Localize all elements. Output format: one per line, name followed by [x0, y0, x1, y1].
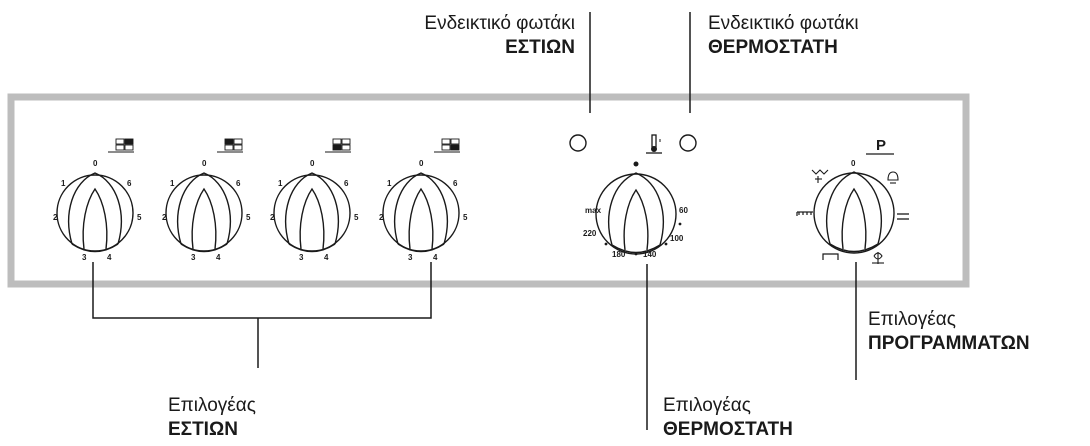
program-selector-label: Επιλογέας ΠΡΟΓΡΑΜΜΑΤΩΝ — [868, 308, 1030, 356]
burner-dial — [382, 172, 460, 253]
burner-mark-s5: 5 — [463, 213, 468, 222]
thermometer-icon — [646, 134, 662, 154]
burner-mark-s1: 1 — [170, 179, 175, 188]
burner-mark-s4: 4 — [216, 253, 221, 262]
fan-icon — [872, 252, 884, 264]
burner-mark-s4: 4 — [324, 253, 329, 262]
burner-indicator-lamp — [569, 134, 587, 152]
burner-knob-4[interactable]: 0 1 2 3 4 5 6 — [379, 138, 468, 262]
burner-mark-s3: 3 — [191, 253, 196, 262]
burner-mark-s5: 5 — [354, 213, 359, 222]
thermostat-selector-label: Επιλογέας ΘΕΡΜΟΣΤΑΤΗ — [663, 394, 793, 442]
burner-mark-zero: 0 — [93, 159, 98, 168]
fan-grill-icon — [811, 169, 829, 183]
burner-indicator-label-line1: Ενδεικτικό φωτάκι — [424, 13, 575, 34]
burner-mark-s4: 4 — [107, 253, 112, 262]
lamp-icon — [887, 171, 899, 184]
burner-mark-zero: 0 — [310, 159, 315, 168]
thermostat-tick-dots — [604, 222, 682, 256]
top-heater-icon — [796, 211, 813, 216]
burner-selector-label: Επιλογέας ΕΣΤΙΩΝ — [168, 394, 256, 442]
thermostat-selector-label-line2: ΘΕΡΜΟΣΤΑΤΗ — [663, 419, 793, 440]
burner-mark-s2: 2 — [162, 213, 167, 222]
burner-indicator-label: Ενδεικτικό φωτάκι ΕΣΤΙΩΝ — [355, 12, 575, 60]
thermostat-indicator-label: Ενδεικτικό φωτάκι ΘΕΡΜΟΣΤΑΤΗ — [708, 12, 859, 60]
burner-mark-s6: 6 — [236, 179, 241, 188]
burner-mark-s5: 5 — [137, 213, 142, 222]
burner-knob-1[interactable]: 0 1 2 3 4 5 6 — [53, 138, 142, 262]
program-dial — [813, 171, 895, 254]
burner-selector-label-line1: Επιλογέας — [168, 395, 256, 416]
burner-selector-bracket — [92, 262, 432, 368]
cooktop-front-right-icon — [434, 138, 460, 153]
program-selector-label-line1: Επιλογέας — [868, 309, 956, 330]
burner-mark-s1: 1 — [387, 179, 392, 188]
program-knob[interactable]: P 0 — [796, 137, 909, 264]
burner-selector-label-line2: ΕΣΤΙΩΝ — [168, 419, 238, 440]
burner-mark-s3: 3 — [408, 253, 413, 262]
burner-mark-s6: 6 — [344, 179, 349, 188]
thermostat-indicator-lamp — [679, 134, 697, 152]
program-selector-label-line2: ΠΡΟΓΡΑΜΜΑΤΩΝ — [868, 333, 1030, 354]
burner-dial — [273, 172, 351, 253]
top-bottom-heat-icon — [897, 213, 909, 220]
control-panel-frame — [7, 93, 970, 288]
cooktop-back-left-icon — [217, 138, 243, 153]
thermostat-mark-max: max — [585, 206, 602, 215]
thermostat-zero-dot — [633, 161, 639, 167]
burner-dial — [56, 172, 134, 253]
burner-mark-zero: 0 — [202, 159, 207, 168]
thermostat-indicator-label-line2: ΘΕΡΜΟΣΤΑΤΗ — [708, 37, 838, 58]
thermostat-mark-60: 60 — [679, 206, 688, 215]
burner-dial — [165, 172, 243, 253]
thermostat-dial — [595, 172, 677, 255]
cooktop-back-right-icon — [325, 138, 351, 153]
burner-mark-s4: 4 — [433, 253, 438, 262]
burner-knob-2[interactable]: 0 1 2 3 4 5 6 — [162, 138, 251, 262]
program-symbol: P — [876, 137, 886, 154]
burner-mark-s3: 3 — [299, 253, 304, 262]
burner-knobs: 0 1 2 3 4 5 6 0 1 2 3 4 5 6 0 1 2 3 4 5 6 0 1 2 3 4 5 6 — [53, 138, 468, 262]
burner-mark-s2: 2 — [379, 213, 384, 222]
burner-mark-s3: 3 — [82, 253, 87, 262]
thermostat-selector-label-line1: Επιλογέας — [663, 395, 751, 416]
thermostat-mark-180: 180 — [612, 250, 626, 259]
burner-mark-s5: 5 — [246, 213, 251, 222]
burner-mark-s1: 1 — [278, 179, 283, 188]
burner-knob-3[interactable]: 0 1 2 3 4 5 6 — [270, 138, 359, 262]
thermostat-indicator-label-line1: Ενδεικτικό φωτάκι — [708, 13, 859, 34]
thermostat-knob[interactable]: 60 100 140 180 220 max — [583, 134, 688, 259]
burner-mark-s1: 1 — [61, 179, 66, 188]
burner-mark-s2: 2 — [53, 213, 58, 222]
burner-mark-s6: 6 — [127, 179, 132, 188]
thermostat-mark-100: 100 — [670, 234, 684, 243]
burner-mark-zero: 0 — [419, 159, 424, 168]
program-zero-mark: 0 — [851, 159, 856, 168]
burner-mark-s2: 2 — [270, 213, 275, 222]
burner-indicator-label-line2: ΕΣΤΙΩΝ — [505, 37, 575, 58]
cooktop-front-left-icon — [108, 138, 134, 153]
bottom-heater-icon — [822, 253, 839, 260]
thermostat-mark-140: 140 — [643, 250, 657, 259]
burner-mark-s6: 6 — [453, 179, 458, 188]
thermostat-mark-220: 220 — [583, 229, 597, 238]
